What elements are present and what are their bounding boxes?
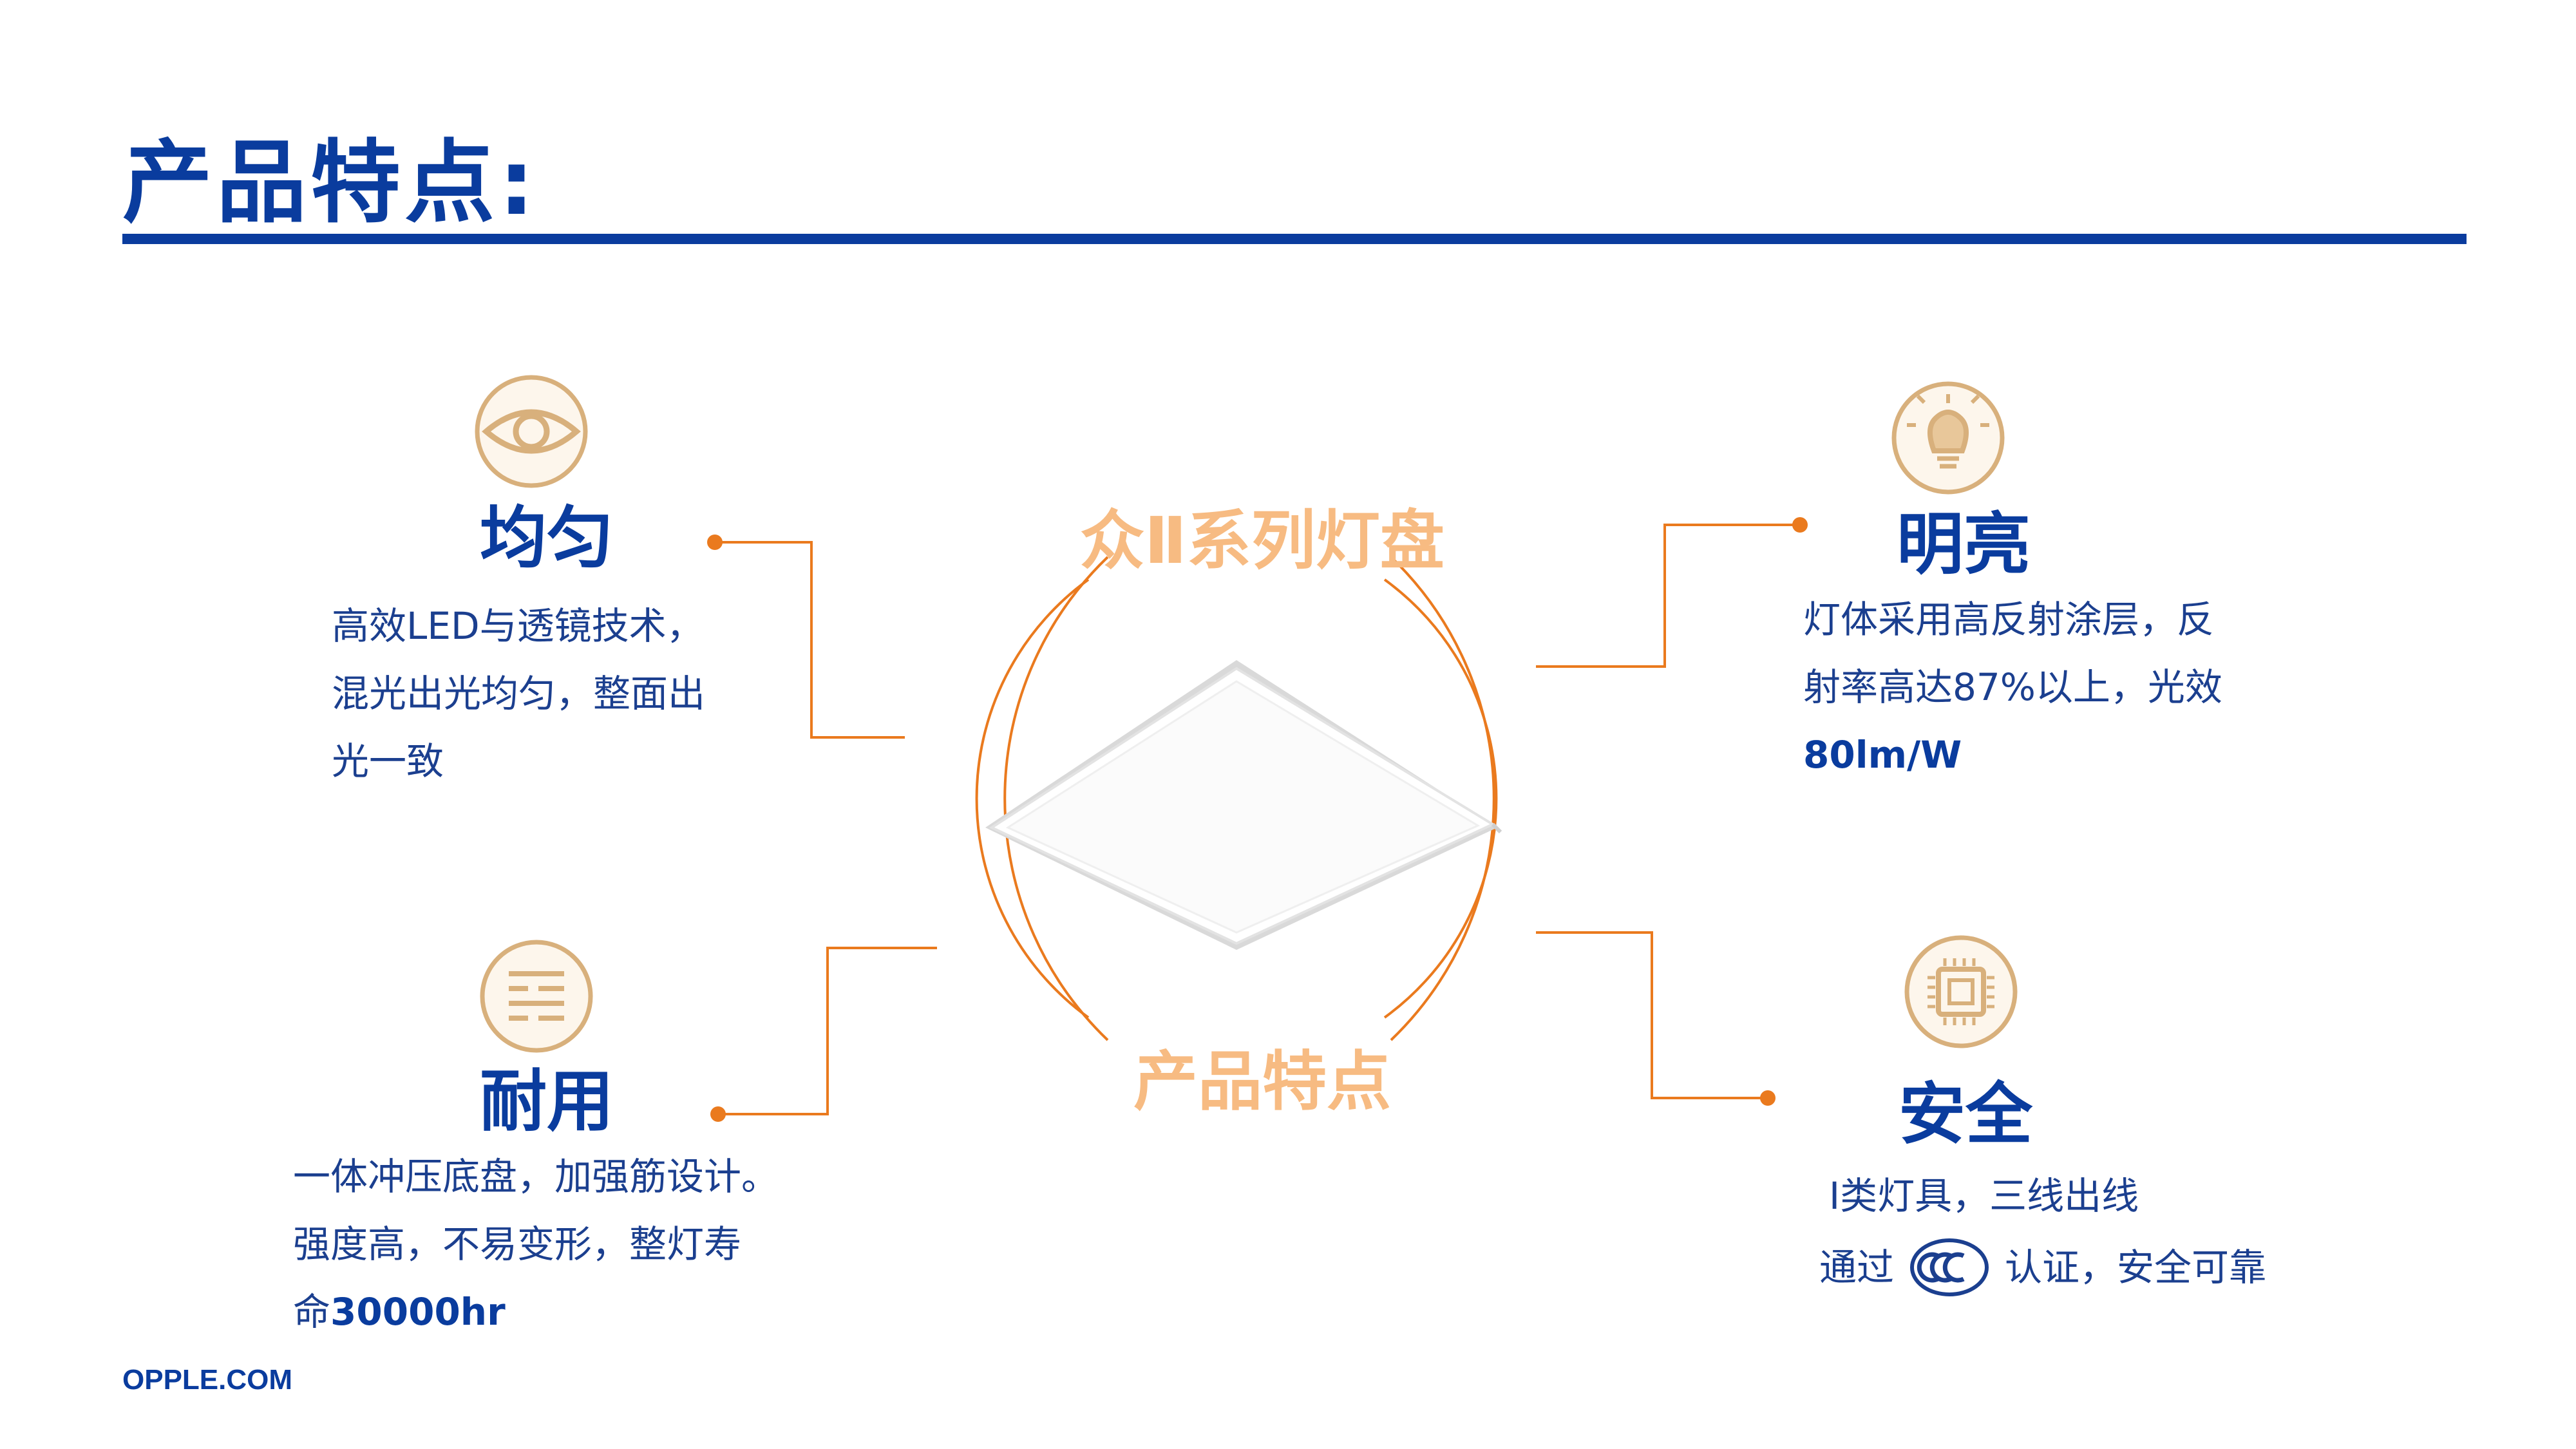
durable-description: 一体冲压底盘，加强筋设计。 强度高，不易变形，整灯寿 命30000hr <box>293 1143 779 1346</box>
durable-line-3: 命30000hr <box>293 1278 779 1346</box>
connector-dot-bright <box>1792 517 1808 533</box>
uniform-line-2: 混光出光均匀，整面出 <box>332 672 706 715</box>
bright-line-3: 80lm/W <box>1803 721 2222 789</box>
product-series-label: 众Ⅱ系列灯盘 <box>1080 503 1444 578</box>
uniform-line-1: 高效LED与透镜技术， <box>332 604 704 648</box>
inner-ring-left-arc <box>975 578 1090 1019</box>
uniform-description: 高效LED与透镜技术， 混光出光均匀，整面出 光一致 <box>332 592 705 795</box>
bright-description: 灯体采用高反射涂层，反 射率高达87%以上，光效 80lm/W <box>1803 586 2222 789</box>
connector-safe <box>1536 931 1768 1099</box>
inner-ring-right-arc <box>1383 578 1498 1019</box>
bright-heading: 明亮 <box>1897 505 2031 583</box>
connector-bright <box>1536 524 1800 668</box>
durable-line-1: 一体冲压底盘，加强筋设计。 <box>293 1155 779 1198</box>
safe-line-1: Ⅰ类灯具，三线出线 <box>1829 1174 2139 1218</box>
layers-icon <box>480 940 593 1053</box>
lightbulb-icon <box>1891 381 2005 495</box>
connector-dot-durable <box>710 1106 726 1122</box>
title-divider <box>122 234 2467 244</box>
connector-dot-safe <box>1760 1090 1776 1106</box>
outer-ring-left-arc <box>1003 556 1109 1041</box>
durable-line-2: 强度高，不易变形，整灯寿 <box>293 1222 742 1266</box>
durable-lifetime-value: 30000hr <box>330 1290 506 1334</box>
uniform-heading: 均匀 <box>480 498 614 577</box>
chip-icon <box>1904 935 2018 1048</box>
eye-icon <box>475 375 588 488</box>
safe-line-2-suffix: 认证，安全可靠 <box>2005 1245 2267 1289</box>
ccc-certification-icon <box>1910 1238 1989 1296</box>
safe-heading: 安全 <box>1899 1075 2033 1153</box>
page-title: 产品特点: <box>122 131 538 236</box>
bright-efficacy-value: 80lm/W <box>1803 733 1962 777</box>
bright-line-1: 灯体采用高反射涂层，反 <box>1803 598 2215 641</box>
durable-heading: 耐用 <box>480 1062 614 1141</box>
uniform-line-3: 光一致 <box>332 739 444 783</box>
connector-dot-uniform <box>707 535 723 550</box>
connector-durable <box>718 947 937 1115</box>
safe-line-2: 通过 认证，安全可靠 <box>1819 1236 2266 1298</box>
outer-ring-right-arc <box>1390 556 1495 1041</box>
led-panel-image <box>985 660 1502 950</box>
bright-line-2: 射率高达87%以上，光效 <box>1803 665 2222 709</box>
features-label: 产品特点 <box>1133 1044 1391 1119</box>
durable-line-3-prefix: 命 <box>293 1290 331 1334</box>
safe-line-2-prefix: 通过 <box>1819 1245 1895 1289</box>
footer-brand: OPPLE.COM <box>122 1364 293 1396</box>
connector-uniform <box>715 541 905 739</box>
